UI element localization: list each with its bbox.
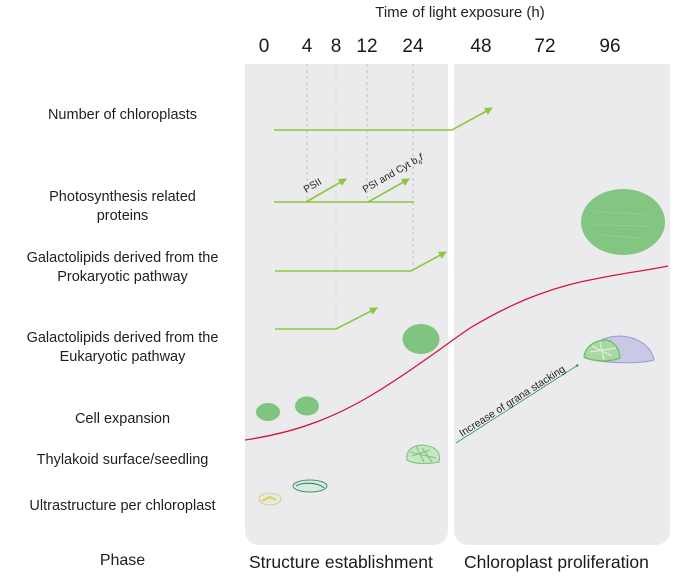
tick-12h: 12 bbox=[356, 36, 378, 57]
psi-cyt-label: PSI and Cyt b6f bbox=[361, 152, 427, 198]
phase-chloroplast-proliferation: Chloroplast proliferation bbox=[464, 552, 649, 572]
label-galactolipids-eukaryotic: Galactolipids derived from the Eukaryoti… bbox=[0, 329, 245, 367]
galacto-prokaryotic-arrow bbox=[275, 251, 447, 272]
tick-48h: 48 bbox=[470, 36, 492, 57]
grana-stacking-label: Increase of grana stacking bbox=[457, 363, 567, 439]
cell-blob-24h bbox=[402, 324, 440, 354]
psi-cyt-arrow bbox=[367, 178, 410, 203]
label-photosynthesis-line2: proteins bbox=[96, 208, 149, 224]
tick-4h: 4 bbox=[301, 36, 313, 57]
cell-blob-96h bbox=[581, 189, 665, 255]
tick-96h: 96 bbox=[599, 36, 621, 57]
chloroplast-number-arrow bbox=[274, 107, 493, 131]
dashed-time-guides bbox=[306, 64, 414, 330]
tick-72h: 72 bbox=[534, 36, 556, 57]
label-galacto-euk-line1: Galactolipids derived from the bbox=[26, 330, 219, 346]
label-galacto-prok-line1: Galactolipids derived from the bbox=[26, 250, 219, 266]
label-galacto-prok-line2: Prokaryotic pathway bbox=[57, 269, 188, 285]
ultrastructure-4h bbox=[292, 479, 328, 493]
chloroplast-3d-96h bbox=[583, 335, 655, 364]
psii-arrow bbox=[305, 178, 347, 203]
label-photosynthesis-line1: Photosynthesis related bbox=[49, 189, 196, 205]
label-galactolipids-prokaryotic: Galactolipids derived from the Prokaryot… bbox=[0, 249, 245, 287]
label-galacto-euk-line2: Eukaryotic pathway bbox=[59, 349, 186, 365]
structure-establishment-panel bbox=[245, 64, 448, 545]
label-thylakoid-surface: Thylakoid surface/seedling bbox=[36, 452, 209, 468]
photosynthesis-proteins-arrows bbox=[274, 178, 414, 203]
label-phase: Phase bbox=[99, 552, 146, 569]
grana-stacking-arrow bbox=[455, 364, 579, 444]
label-number-of-chloroplasts: Number of chloroplasts bbox=[47, 107, 198, 123]
tick-8h: 8 bbox=[330, 36, 342, 57]
label-ultrastructure: Ultrastructure per chloroplast bbox=[29, 498, 216, 514]
cell-blob-0h bbox=[256, 403, 280, 421]
thylakoid-24h bbox=[406, 444, 441, 465]
galacto-eukaryotic-arrow bbox=[275, 307, 378, 330]
ultrastructure-0h bbox=[258, 492, 282, 506]
label-photosynthesis-proteins: Photosynthesis related proteins bbox=[0, 188, 245, 226]
cell-blob-4h bbox=[295, 396, 319, 416]
phase-structure-establishment: Structure establishment bbox=[249, 552, 433, 572]
tick-0h: 0 bbox=[258, 36, 270, 57]
label-cell-expansion: Cell expansion bbox=[74, 411, 171, 427]
tick-24h: 24 bbox=[402, 36, 424, 57]
cell-blob-96h-texture bbox=[591, 211, 651, 239]
growth-curve bbox=[244, 265, 669, 441]
chloroplast-proliferation-panel bbox=[454, 64, 670, 545]
time-axis-title: Time of light exposure (h) bbox=[375, 4, 545, 21]
